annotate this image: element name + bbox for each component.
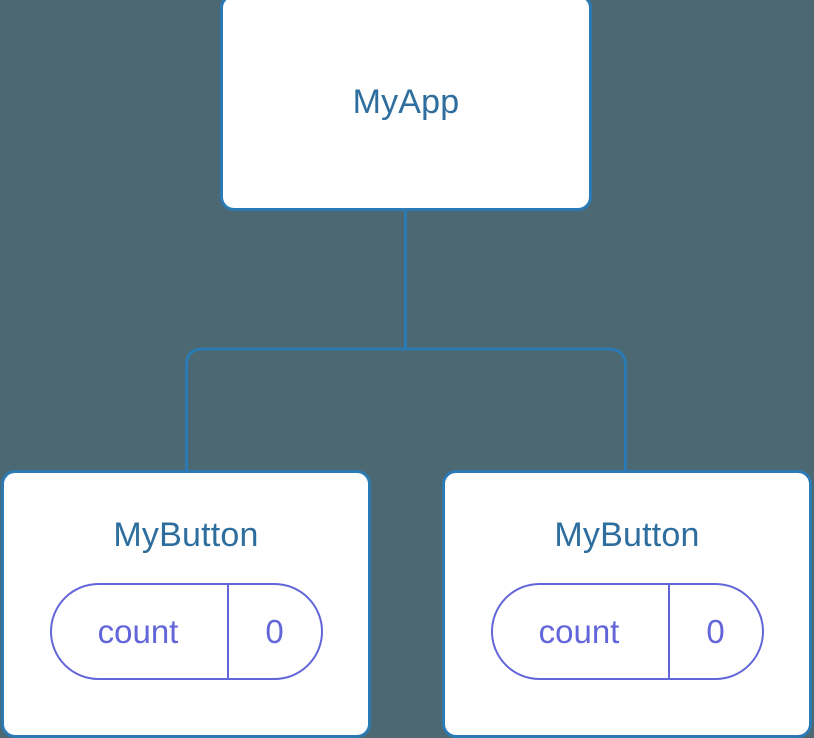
state-badge[interactable]: count 0 [49,583,323,681]
node-title: MyApp [352,82,460,121]
node-title: MyButton [554,516,700,554]
connector-branch-left [185,347,406,474]
tree-node-mybutton-1[interactable]: MyButton count 0 [1,470,371,738]
state-value: 0 [667,585,762,679]
tree-node-myapp[interactable]: MyApp [220,0,592,211]
connector-branch-right [405,347,627,474]
node-title: MyButton [113,516,259,554]
state-key: count [97,613,179,651]
state-value: 0 [226,585,321,679]
state-badge[interactable]: count 0 [490,583,764,681]
state-key: count [538,613,620,651]
tree-node-mybutton-2[interactable]: MyButton count 0 [442,470,812,738]
